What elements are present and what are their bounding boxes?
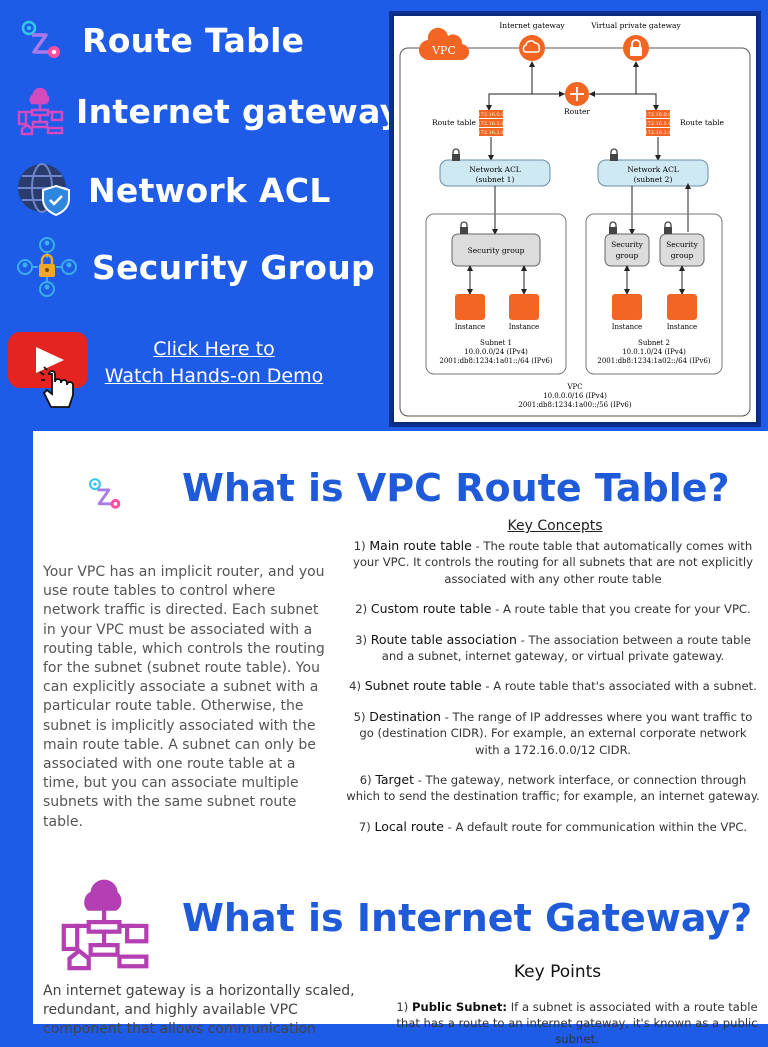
svg-text:10.0.0.0/24 (IPv4): 10.0.0.0/24 (IPv4) xyxy=(464,348,528,356)
user-lock-icon xyxy=(16,236,78,298)
key-concepts-heading: Key Concepts xyxy=(507,518,603,534)
svg-text:10.0.0.0/16 (IPv4): 10.0.0.0/16 (IPv4) xyxy=(543,392,607,400)
svg-text:Route table: Route table xyxy=(432,118,477,127)
svg-text:172.16.0.0: 172.16.0.0 xyxy=(644,112,671,118)
security-group-subnet1: Security group xyxy=(451,221,541,267)
content-panel xyxy=(33,431,768,1024)
route-icon xyxy=(18,18,62,62)
vpg-label: Virtual private gateway xyxy=(590,21,681,30)
topic-network-acl: Network ACL xyxy=(16,162,331,218)
security-group-subnet2a: Security group xyxy=(604,221,650,267)
lock-gateway-icon xyxy=(623,35,649,61)
instance-icon xyxy=(667,294,697,320)
route-table-right: 172.16.0.0 172.16.1.0 172.16.2.0 xyxy=(644,110,672,136)
concept-item: 2) Custom route table - A route table th… xyxy=(355,601,751,617)
key-point-item: 1) Public Subnet: If a subnet is associa… xyxy=(396,1000,758,1046)
svg-text:Router: Router xyxy=(564,107,590,116)
svg-text:group: group xyxy=(616,251,639,260)
svg-text:172.16.1.0: 172.16.1.0 xyxy=(644,121,671,127)
topic-label: Security Group xyxy=(92,247,375,287)
svg-text:Security group: Security group xyxy=(468,246,525,255)
svg-text:Network ACL: Network ACL xyxy=(627,165,679,174)
svg-text:Security: Security xyxy=(611,240,644,249)
instance-icon xyxy=(455,294,485,320)
instance-icon xyxy=(509,294,539,320)
svg-text:2001:db8:1234:1a02::/64 (IPv6): 2001:db8:1234:1a02::/64 (IPv6) xyxy=(597,357,710,365)
concept-item: 7) Local route - A default route for com… xyxy=(358,818,748,834)
internet-gateway-label: Internet gateway xyxy=(499,21,565,30)
subnet1-box xyxy=(425,213,567,375)
subnet2-box xyxy=(585,213,723,375)
svg-text:Instance: Instance xyxy=(667,323,697,331)
watch-demo-link[interactable]: Click Here to Watch Hands-on Demo xyxy=(92,336,336,390)
network-topology-icon xyxy=(16,86,66,136)
svg-text:Instance: Instance xyxy=(612,323,642,331)
topic-label: Route Table xyxy=(82,20,305,60)
svg-text:10.0.1.0/24 (IPv4): 10.0.1.0/24 (IPv4) xyxy=(622,348,686,356)
instance-icon xyxy=(612,294,642,320)
svg-text:VPC: VPC xyxy=(431,44,456,57)
route-table-left: 172.16.0.0 172.16.1.0 172.16.2.0 xyxy=(477,110,505,136)
route-table-paragraph: Your VPC has an implicit router, and you… xyxy=(43,564,325,830)
svg-text:2001:db8:1234:1a00::/56 (IPv6): 2001:db8:1234:1a00::/56 (IPv6) xyxy=(518,401,631,409)
internet-gateway-icon xyxy=(519,35,545,61)
svg-text:(subnet 2): (subnet 2) xyxy=(634,175,673,184)
router-icon xyxy=(565,82,589,106)
network-topology-icon xyxy=(58,876,154,972)
topic-label: Network ACL xyxy=(88,170,331,210)
svg-text:VPC: VPC xyxy=(566,383,582,391)
security-group-subnet2b: Security group xyxy=(659,221,705,267)
svg-text:Subnet 2: Subnet 2 xyxy=(638,339,670,347)
route-icon xyxy=(86,476,122,512)
demo-link-line2: Watch Hands-on Demo xyxy=(104,365,324,387)
svg-text:172.16.2.0: 172.16.2.0 xyxy=(477,130,504,136)
svg-text:2001:db8:1234:1a01::/64 (IPv6): 2001:db8:1234:1a01::/64 (IPv6) xyxy=(439,357,552,365)
topic-label: Internet gateway xyxy=(76,91,402,131)
section-title-route-table: What is VPC Route Table? xyxy=(182,466,730,510)
svg-text:(subnet 1): (subnet 1) xyxy=(476,175,515,184)
svg-text:Network ACL: Network ACL xyxy=(469,165,521,174)
concept-item: 3) Route table association - The associa… xyxy=(355,631,751,664)
topic-route-table: Route Table xyxy=(18,18,304,62)
globe-shield-icon xyxy=(16,162,72,218)
key-points-heading: Key Points xyxy=(513,962,602,982)
concept-item: 5) Destination - The range of IP address… xyxy=(353,708,753,757)
youtube-play-icon[interactable] xyxy=(6,330,90,410)
concept-item: 4) Subnet route table - A route table th… xyxy=(349,678,757,694)
svg-text:Subnet 1: Subnet 1 xyxy=(480,339,512,347)
svg-text:172.16.1.0: 172.16.1.0 xyxy=(477,121,504,127)
internet-gateway-paragraph: An internet gateway is a horizontally sc… xyxy=(43,983,355,1038)
key-concepts-list: 1) Main route table - The route table th… xyxy=(346,538,760,849)
svg-text:Route table: Route table xyxy=(680,118,725,127)
concept-item: 6) Target - The gateway, network interfa… xyxy=(346,772,760,804)
svg-text:group: group xyxy=(671,251,694,260)
topic-internet-gateway: Internet gateway xyxy=(16,86,401,136)
vpc-architecture-diagram: VPC Internet gateway Virtual private gat… xyxy=(392,14,758,424)
svg-text:Instance: Instance xyxy=(455,323,485,331)
svg-text:Instance: Instance xyxy=(509,323,539,331)
nacl-subnet1: Network ACL (subnet 1) xyxy=(439,148,551,187)
topic-security-group: Security Group xyxy=(16,236,375,298)
svg-text:172.16.0.0: 172.16.0.0 xyxy=(477,112,504,118)
demo-link-line1: Click Here to xyxy=(153,338,275,360)
vpc-badge: VPC xyxy=(418,27,470,61)
vpc-boundary xyxy=(399,47,751,417)
section-title-internet-gateway: What is Internet Gateway? xyxy=(182,896,753,940)
svg-text:172.16.2.0: 172.16.2.0 xyxy=(644,130,671,136)
nacl-subnet2: Network ACL (subnet 2) xyxy=(597,148,709,187)
svg-text:Security: Security xyxy=(666,240,699,249)
concept-item: 1) Main route table - The route table th… xyxy=(352,538,754,586)
